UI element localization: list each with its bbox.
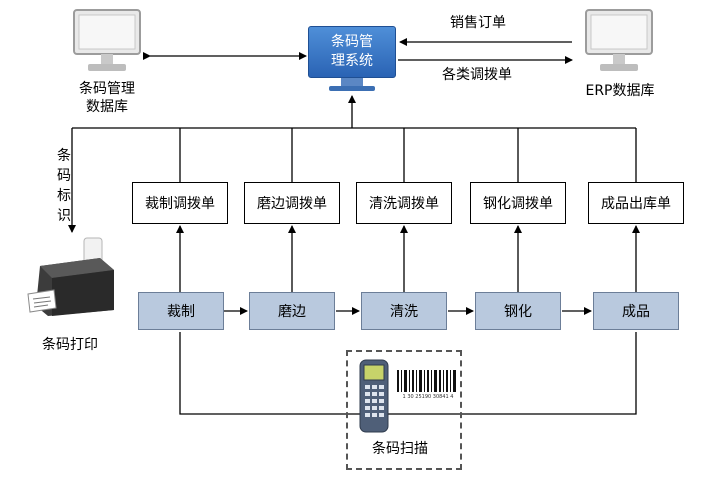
erp-db-label: ERP数据库 xyxy=(585,83,655,99)
scanner-label: 条码扫描 xyxy=(372,441,428,457)
barcode-digits: 1 30 25190 30841 4 xyxy=(402,394,454,400)
sales-order-label: 销售订单 xyxy=(450,15,506,31)
system-stand xyxy=(341,78,363,86)
process-edging: 磨边 xyxy=(249,292,335,330)
erp-monitor-icon xyxy=(585,9,653,71)
doc-box-cutting: 裁制调拨单 xyxy=(132,182,228,224)
left-db-line1: 条码管理 xyxy=(79,81,135,97)
database-monitor-icon xyxy=(73,9,141,71)
system-line1: 条码管 xyxy=(331,34,373,50)
barcode-system-node: 条码管 理系统 xyxy=(308,26,396,78)
barcode-id-label: 条 码 标 识 xyxy=(55,146,73,226)
barcode-id-char-2: 码 xyxy=(57,168,71,184)
process-finished: 成品 xyxy=(593,292,679,330)
process-cutting: 裁制 xyxy=(138,292,224,330)
barcode-id-char-1: 条 xyxy=(57,148,71,164)
doc-box-washing: 清洗调拨单 xyxy=(356,182,452,224)
left-db-line2: 数据库 xyxy=(86,99,128,115)
printer-label: 条码打印 xyxy=(42,337,98,353)
left-db-label: 条码管理 数据库 xyxy=(58,80,156,116)
doc-box-edging: 磨边调拨单 xyxy=(244,182,340,224)
system-base xyxy=(329,86,375,91)
barcode-icon xyxy=(397,370,456,392)
doc-box-outbound: 成品出库单 xyxy=(588,182,684,224)
process-tempering: 钢化 xyxy=(475,292,561,330)
scanner-frame xyxy=(346,350,462,470)
barcode-id-char-3: 标 xyxy=(57,188,71,204)
transfer-docs-label: 各类调拨单 xyxy=(442,67,512,83)
handheld-scanner-icon xyxy=(359,359,389,433)
system-line2: 理系统 xyxy=(331,53,373,69)
doc-box-tempering: 钢化调拨单 xyxy=(470,182,566,224)
process-washing: 清洗 xyxy=(361,292,447,330)
printer-icon xyxy=(27,237,114,316)
barcode-id-char-4: 识 xyxy=(57,208,71,224)
scan-loop xyxy=(179,332,637,415)
